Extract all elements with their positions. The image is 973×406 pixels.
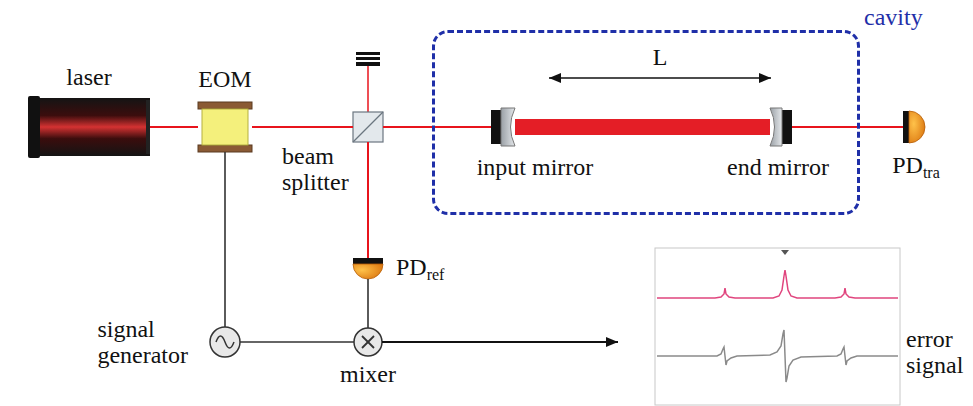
- dump-bar: [356, 52, 380, 55]
- length-arrow: [549, 77, 771, 79]
- detector-base: [903, 111, 909, 143]
- label-block: laser: [66, 64, 111, 90]
- subscript: ref: [427, 266, 445, 283]
- mixer-node: mixer: [354, 328, 382, 356]
- mixer-circle: [354, 328, 382, 356]
- label-block: beam splitter: [282, 143, 349, 196]
- end-mirror-symbol: [770, 108, 792, 146]
- label-block: end mirror: [727, 154, 829, 180]
- laser-tube: [38, 98, 150, 156]
- subscript: tra: [923, 164, 940, 181]
- signal-generator-symbol: [210, 327, 240, 357]
- label-block: error signal: [906, 326, 963, 379]
- part-label: EOM: [198, 66, 251, 92]
- dumped-beam: [367, 66, 369, 112]
- end-mirror-node: end mirror: [770, 108, 792, 146]
- part-label: PD: [396, 254, 427, 280]
- detector-base: [353, 258, 383, 264]
- mixer-symbol: [354, 328, 382, 356]
- cavity-box: cavityinput mirrorend mirror: [432, 30, 860, 215]
- label-block: EOM: [198, 66, 251, 92]
- laser-beam: [150, 126, 198, 128]
- laser-body: [28, 96, 150, 158]
- part-label: input mirror: [477, 154, 594, 180]
- cube: [353, 112, 383, 142]
- photodiode-node: PDref: [353, 258, 383, 279]
- intracavity-beam: [515, 119, 770, 135]
- pd-ref-symbol: [353, 258, 383, 279]
- oscilloscope-node: error signal: [618, 248, 900, 405]
- cross-symbol: [362, 336, 374, 348]
- laser-plate: [28, 96, 40, 158]
- part-label: laser: [66, 64, 111, 90]
- mirror-mount: [782, 110, 792, 144]
- eom-node: EOM: [198, 102, 252, 152]
- pd-tra-symbol: [903, 111, 925, 143]
- sine-symbol: [216, 336, 234, 348]
- laser-aperture: [146, 100, 150, 154]
- cross-symbol: [362, 336, 374, 348]
- generator-circle: [210, 327, 240, 357]
- part-label: end mirror: [727, 154, 829, 180]
- signal-generator-node: signal generator: [210, 327, 240, 357]
- laser-beam: [252, 126, 353, 128]
- label-block: mixer: [340, 361, 396, 387]
- beam-splitter-cube: [353, 112, 383, 142]
- oscilloscope-screen: [655, 248, 900, 405]
- beam-splitter-node: beam splitter: [353, 112, 383, 142]
- part-label: mixer: [340, 361, 396, 387]
- photodiode-node: PDtra: [903, 111, 925, 143]
- length-label: L: [653, 44, 668, 70]
- signal-wire: [224, 152, 226, 327]
- part-label: signal generator: [97, 316, 188, 368]
- output-arrow: [382, 341, 618, 343]
- part-label: cavity: [864, 4, 923, 30]
- mirror-substrate: [501, 108, 515, 146]
- signal-wire: [367, 279, 369, 328]
- cube-diagonal: [353, 112, 383, 142]
- mirror-mount: [491, 110, 501, 144]
- part-label: beam splitter: [282, 143, 349, 195]
- part-label: PD: [892, 152, 923, 178]
- electrode: [198, 102, 252, 109]
- label-block: PDtra: [892, 152, 940, 182]
- dump-bar: [356, 62, 380, 66]
- detector-dome: [353, 264, 383, 279]
- label-block: cavity: [864, 4, 923, 30]
- label-block: signal generator: [97, 316, 188, 369]
- input-mirror-node: input mirror: [491, 108, 515, 146]
- laser-beam: [792, 126, 903, 128]
- detector-dome: [909, 111, 925, 143]
- crystal: [202, 109, 248, 145]
- transmission-trace: [657, 270, 898, 298]
- laser-node: laser: [28, 98, 150, 156]
- input-mirror-symbol: [491, 108, 515, 146]
- dump-bar: [356, 57, 380, 60]
- reflected-beam: [367, 142, 369, 258]
- screen-frame: [655, 248, 900, 405]
- eom-crystal: [198, 102, 252, 152]
- label-block: PDref: [396, 254, 444, 284]
- laser-beam: [383, 126, 491, 128]
- beam-dump: [356, 52, 380, 112]
- label-block: input mirror: [477, 154, 594, 180]
- signal-wire: [240, 341, 354, 343]
- part-label: error signal: [906, 326, 963, 378]
- mirror-substrate: [770, 108, 782, 146]
- error-trace: [657, 330, 898, 382]
- trigger-marker: [781, 250, 789, 255]
- electrode: [198, 145, 252, 152]
